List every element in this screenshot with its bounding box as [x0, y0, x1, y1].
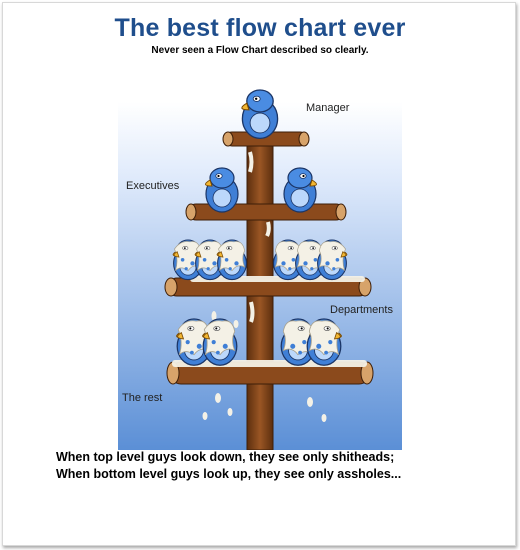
department-bird: [217, 240, 246, 280]
caption-line-1: When top level guys look down, they see …: [56, 450, 395, 464]
label-departments: Departments: [330, 304, 393, 316]
label-manager: Manager: [306, 102, 350, 114]
cartoon-illustration: [118, 89, 402, 450]
rest-bird: [203, 319, 237, 365]
executive-bird: [204, 167, 239, 213]
page-title: The best flow chart ever: [114, 14, 406, 42]
label-the-rest: The rest: [122, 392, 163, 404]
department-bird: [318, 240, 347, 280]
rest-bird: [307, 319, 341, 365]
label-executives: Executives: [126, 180, 180, 192]
executive-bird: [283, 167, 318, 213]
page-subtitle: Never seen a Flow Chart described so cle…: [151, 45, 369, 56]
manager-bird: [241, 89, 279, 140]
caption-line-2: When bottom level guys look up, they see…: [56, 467, 402, 481]
